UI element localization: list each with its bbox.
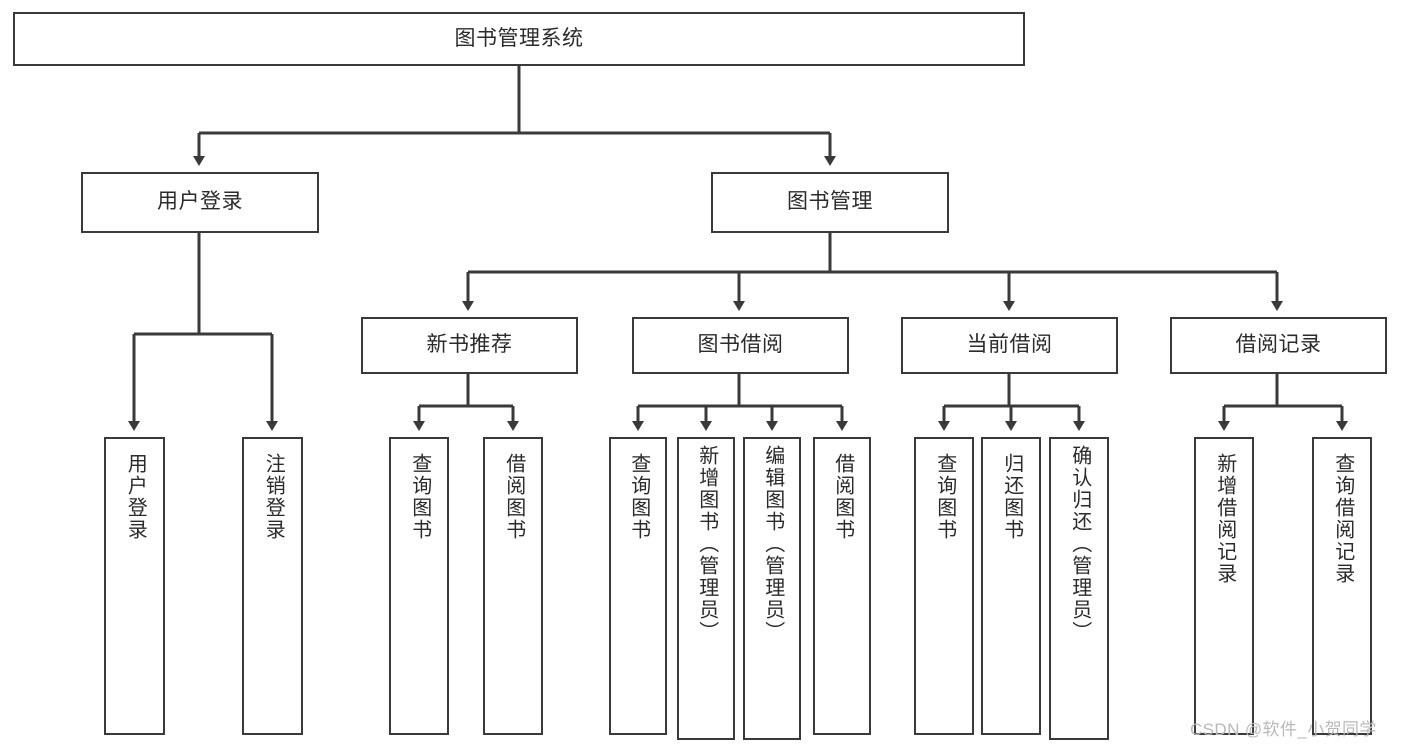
leaf-current-query-book[interactable]: 查询图书 xyxy=(914,437,974,735)
leaf-current-confirm-return[interactable]: 确认归还（管理员） xyxy=(1049,437,1109,740)
node-new-book-recommend[interactable]: 新书推荐 xyxy=(361,317,578,374)
leaf-borrow-borrow-book[interactable]: 借阅图书 xyxy=(813,437,871,735)
leaf-recommend-query-book[interactable]: 查询图书 xyxy=(389,437,449,735)
leaf-borrow-borrow-book-label: 借阅图书 xyxy=(831,453,854,541)
leaf-user-login-signin-label: 用户登录 xyxy=(124,453,147,541)
leaf-borrow-query-book-label: 查询图书 xyxy=(627,453,650,541)
leaf-borrow-edit-book-label: 编辑图书（管理员） xyxy=(761,445,784,643)
node-book-management-label: 图书管理 xyxy=(787,190,873,214)
node-new-book-recommend-label: 新书推荐 xyxy=(426,333,513,357)
leaf-borrow-add-book[interactable]: 新增图书（管理员） xyxy=(677,437,735,740)
leaf-current-return-book-label: 归还图书 xyxy=(1000,453,1023,541)
leaf-record-add-record-label: 新增借阅记录 xyxy=(1213,453,1236,585)
node-user-login-label: 用户登录 xyxy=(157,190,243,214)
leaf-current-return-book[interactable]: 归还图书 xyxy=(981,437,1041,735)
leaf-record-query-record[interactable]: 查询借阅记录 xyxy=(1312,437,1372,735)
node-book-borrow[interactable]: 图书借阅 xyxy=(632,317,849,374)
node-current-borrow[interactable]: 当前借阅 xyxy=(901,317,1118,374)
leaf-current-query-book-label: 查询图书 xyxy=(933,453,956,541)
leaf-user-login-signout[interactable]: 注销登录 xyxy=(242,437,303,735)
node-book-borrow-label: 图书借阅 xyxy=(697,333,784,357)
leaf-recommend-query-book-label: 查询图书 xyxy=(408,453,431,541)
leaf-borrow-add-book-label: 新增图书（管理员） xyxy=(695,445,718,643)
leaf-user-login-signout-label: 注销登录 xyxy=(262,453,285,541)
node-user-login[interactable]: 用户登录 xyxy=(81,172,319,233)
node-root-label: 图书管理系统 xyxy=(454,26,584,50)
leaf-user-login-signin[interactable]: 用户登录 xyxy=(104,437,165,735)
leaf-borrow-query-book[interactable]: 查询图书 xyxy=(609,437,667,735)
leaf-recommend-borrow-book-label: 借阅图书 xyxy=(502,453,525,541)
leaf-record-query-record-label: 查询借阅记录 xyxy=(1331,453,1354,585)
leaf-current-confirm-return-label: 确认归还（管理员） xyxy=(1068,445,1091,643)
node-current-borrow-label: 当前借阅 xyxy=(966,333,1053,357)
csdn-watermark: CSDN @软件_小贺同学 xyxy=(1190,720,1377,739)
node-root[interactable]: 图书管理系统 xyxy=(13,12,1025,66)
leaf-borrow-edit-book[interactable]: 编辑图书（管理员） xyxy=(743,437,801,740)
node-book-management[interactable]: 图书管理 xyxy=(711,172,949,233)
leaf-recommend-borrow-book[interactable]: 借阅图书 xyxy=(483,437,543,735)
node-borrow-record[interactable]: 借阅记录 xyxy=(1170,317,1387,374)
leaf-record-add-record[interactable]: 新增借阅记录 xyxy=(1194,437,1254,735)
node-borrow-record-label: 借阅记录 xyxy=(1235,333,1322,357)
